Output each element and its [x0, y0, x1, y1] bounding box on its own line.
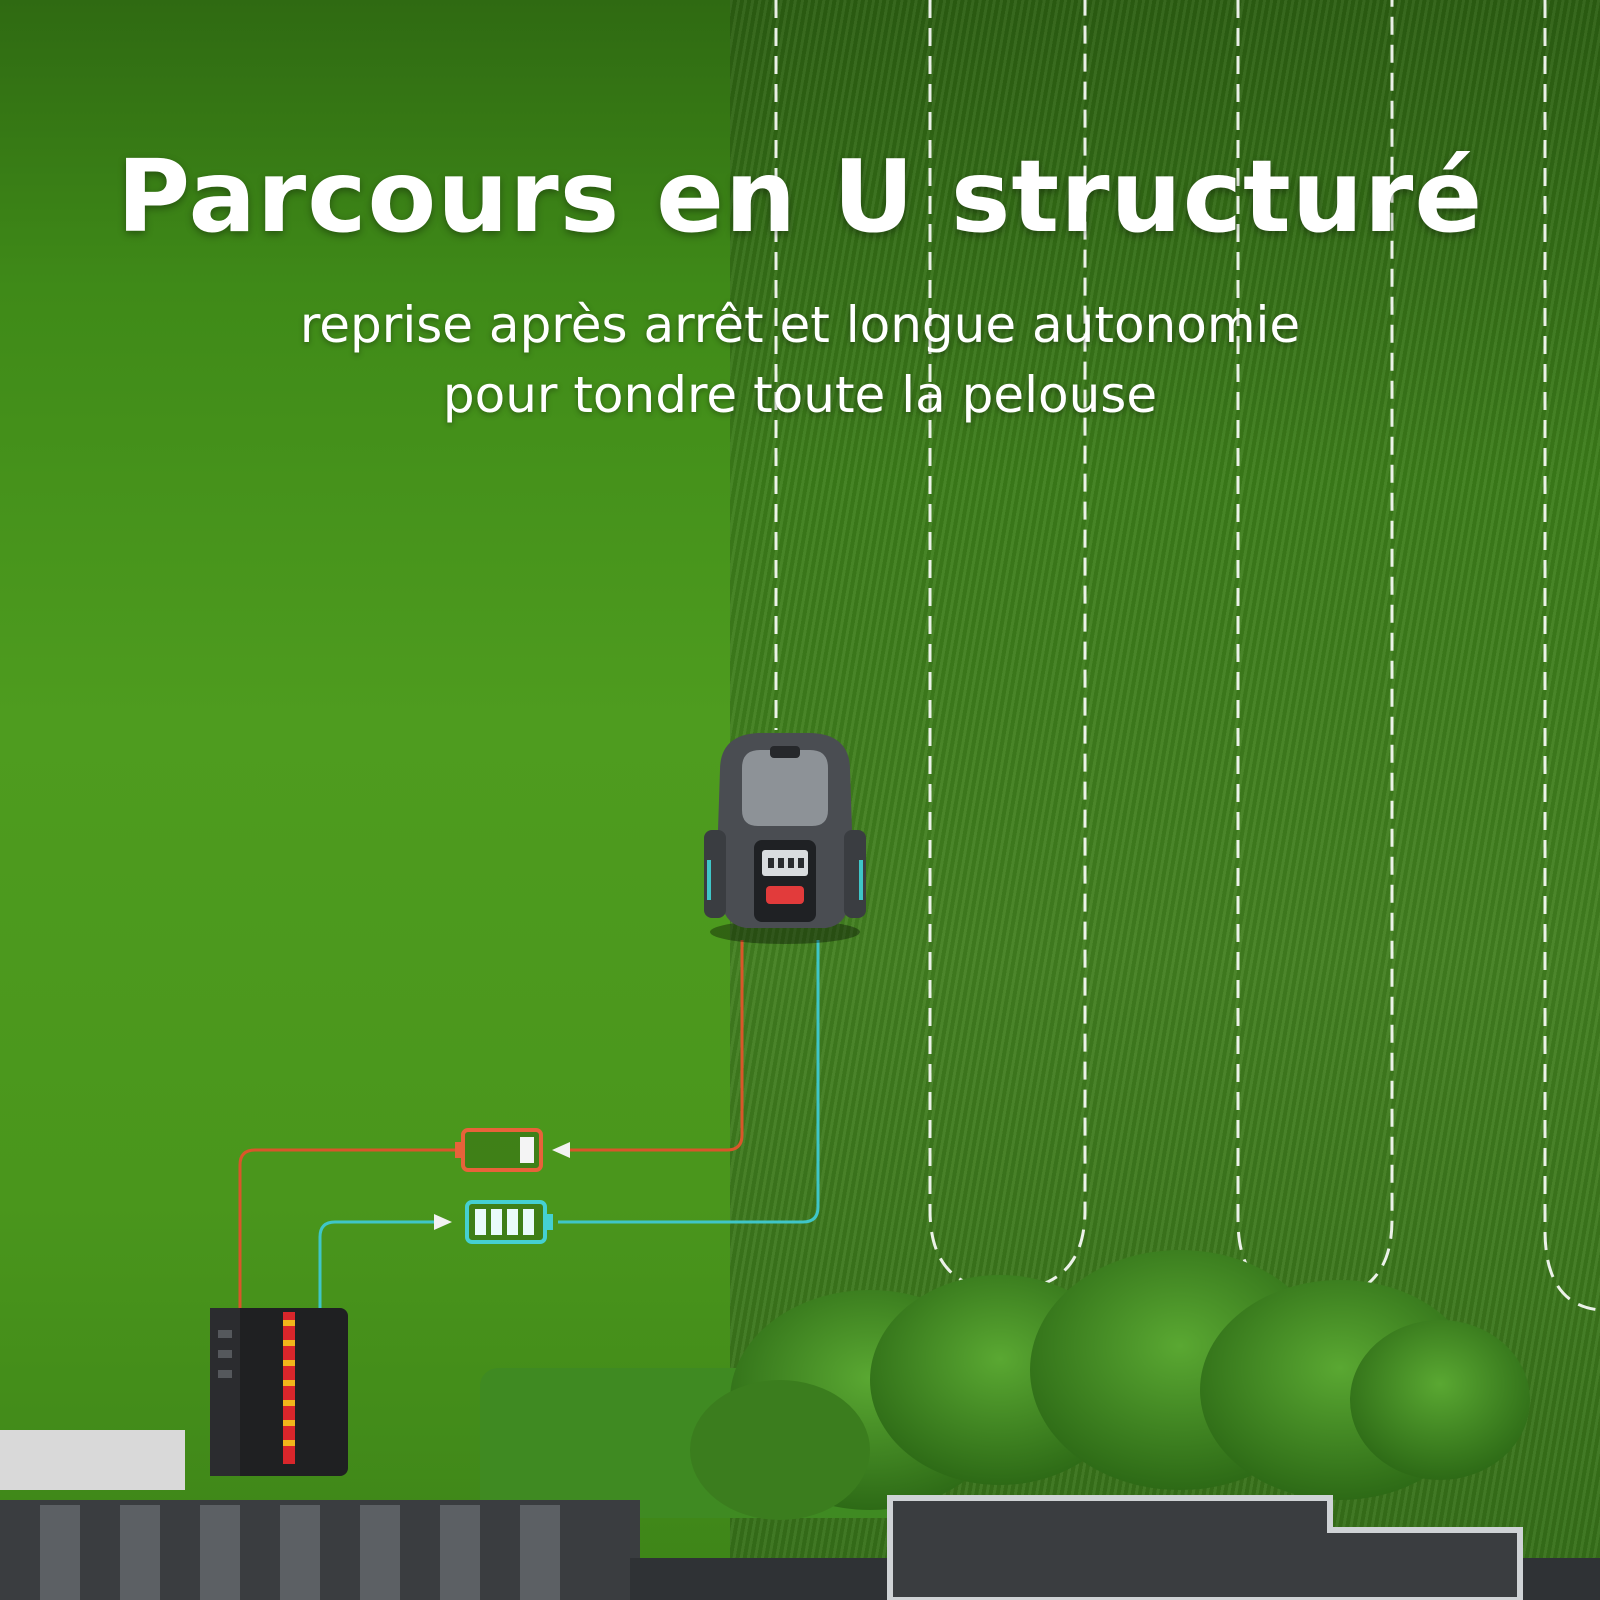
- mowing-path-segment-4: [1543, 0, 1600, 1312]
- robot-mower: [704, 733, 866, 944]
- charged-wire: [318, 940, 820, 1312]
- battery-full-icon: [465, 1200, 553, 1244]
- battery-low-icon: [455, 1128, 543, 1172]
- headline: Parcours en U structuré: [0, 138, 1600, 255]
- mowed-lawn: [0, 0, 740, 1600]
- page-title: Parcours en U structuré: [116, 138, 1484, 255]
- low-battery-wire: [238, 940, 744, 1312]
- mowing-path-segment-2: [928, 0, 1087, 1292]
- building-roofs: [0, 1430, 1600, 1600]
- subtitle-line-2: pour tondre toute la pelouse: [442, 366, 1158, 424]
- charging-station: [210, 1308, 348, 1476]
- subtitle-line-1: reprise après arrêt et longue autonomie: [299, 296, 1301, 354]
- hedge: [480, 1250, 1530, 1520]
